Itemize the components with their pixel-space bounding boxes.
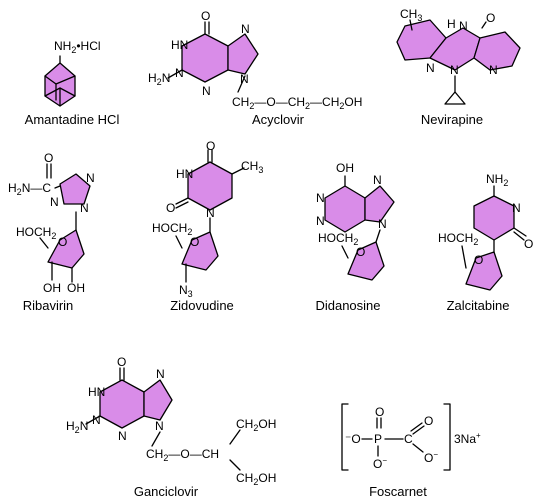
ganciclovir-purine bbox=[99, 379, 145, 429]
svg-text:O: O bbox=[486, 11, 495, 25]
svg-text:N: N bbox=[426, 61, 435, 75]
svg-text:O: O bbox=[356, 245, 365, 259]
svg-text:N: N bbox=[373, 173, 382, 187]
ribavirin-triazole bbox=[59, 173, 91, 205]
svg-text:N: N bbox=[489, 63, 498, 77]
svg-text:N: N bbox=[206, 206, 215, 220]
ganciclovir-branch-bottom: CH2OH bbox=[236, 471, 276, 487]
nevirapine-name: Nevirapine bbox=[421, 112, 483, 127]
svg-text:N: N bbox=[241, 22, 250, 36]
svg-text:O−: O− bbox=[373, 456, 387, 471]
zidovudine-name: Zidovudine bbox=[170, 298, 234, 313]
svg-text:N: N bbox=[450, 63, 459, 77]
svg-text:O: O bbox=[166, 201, 175, 215]
svg-text:N: N bbox=[316, 214, 325, 228]
ganciclovir-structure: O HN N N N N H2N CH2—O—CH CH2OH CH2OH Ga… bbox=[66, 355, 276, 499]
zalcitabine-name: Zalcitabine bbox=[447, 298, 510, 313]
foscarnet-structure: O ⁻O P O− C O O− 3Na+ Foscarnet bbox=[341, 403, 481, 499]
svg-text:OH: OH bbox=[43, 281, 61, 295]
acyclovir-structure: O HN N N N N H2N CH2—O—CH2—CH2OH Acyclov… bbox=[148, 9, 362, 127]
didanosine-structure: OH N N N N O HOCH2 Didanosine bbox=[315, 161, 395, 313]
acyclovir-purine bbox=[181, 33, 229, 83]
foscarnet-name: Foscarnet bbox=[369, 484, 427, 498]
svg-text:HOCH2: HOCH2 bbox=[152, 221, 192, 237]
svg-text:CH3: CH3 bbox=[241, 159, 263, 175]
foscarnet-counter-ion: 3Na+ bbox=[454, 431, 481, 446]
didanosine-sugar bbox=[347, 241, 385, 281]
didanosine-name: Didanosine bbox=[315, 298, 380, 313]
ganciclovir-side-chain: CH2—O—CH bbox=[146, 447, 219, 463]
ribavirin-name: Ribavirin bbox=[23, 298, 74, 313]
svg-text:N3: N3 bbox=[179, 283, 193, 299]
svg-text:HOCH2: HOCH2 bbox=[438, 231, 478, 247]
svg-text:O: O bbox=[190, 235, 199, 249]
svg-text:O: O bbox=[58, 235, 67, 249]
svg-text:OH: OH bbox=[67, 281, 85, 295]
svg-text:N: N bbox=[202, 84, 211, 98]
svg-text:HN: HN bbox=[88, 385, 105, 399]
nevirapine-structure: CH3 H N O N N N Nevirapine bbox=[396, 7, 521, 127]
svg-text:NH2: NH2 bbox=[486, 172, 508, 188]
svg-text:N: N bbox=[118, 429, 127, 443]
svg-text:O: O bbox=[424, 414, 433, 428]
svg-text:H2N—C: H2N—C bbox=[8, 181, 51, 197]
svg-text:N: N bbox=[80, 201, 89, 215]
svg-text:O: O bbox=[201, 9, 210, 23]
zidovudine-sugar bbox=[181, 231, 219, 271]
svg-text:N: N bbox=[155, 419, 164, 433]
svg-text:HN: HN bbox=[171, 38, 188, 52]
svg-text:O−: O− bbox=[424, 450, 438, 465]
ganciclovir-branch-top: CH2OH bbox=[236, 417, 276, 433]
ganciclovir-name: Ganciclovir bbox=[134, 484, 199, 498]
svg-text:P: P bbox=[374, 432, 382, 446]
svg-text:H2N: H2N bbox=[148, 71, 170, 87]
zidovudine-thymine bbox=[187, 161, 233, 211]
zalcitabine-sugar bbox=[465, 251, 503, 291]
svg-text:N: N bbox=[459, 19, 468, 33]
svg-text:OH: OH bbox=[336, 161, 354, 175]
svg-text:O: O bbox=[117, 355, 126, 369]
acyclovir-side-chain: CH2—O—CH2—CH2OH bbox=[232, 95, 362, 111]
svg-text:HN: HN bbox=[176, 167, 193, 181]
svg-text:HOCH2: HOCH2 bbox=[318, 231, 358, 247]
acyclovir-name: Acyclovir bbox=[252, 112, 305, 127]
zalcitabine-structure: NH2 N O O HOCH2 Zalcitabine bbox=[438, 172, 533, 313]
amantadine-name: Amantadine HCl bbox=[25, 112, 120, 127]
svg-text:N: N bbox=[92, 413, 101, 427]
didanosine-purine bbox=[324, 185, 366, 233]
svg-text:O: O bbox=[375, 405, 384, 419]
svg-text:N: N bbox=[316, 191, 325, 205]
svg-text:N: N bbox=[378, 217, 387, 231]
svg-text:N: N bbox=[156, 367, 165, 381]
svg-text:C: C bbox=[404, 432, 413, 446]
svg-text:H2N: H2N bbox=[66, 419, 88, 435]
amantadine-salt-label: NH2•HCl bbox=[54, 39, 101, 55]
zidovudine-structure: O HN O N CH3 O HOCH2 N3 Zidovudine bbox=[152, 139, 263, 313]
svg-text:O: O bbox=[206, 139, 215, 153]
zalcitabine-cytosine bbox=[473, 195, 515, 241]
svg-text:HOCH2: HOCH2 bbox=[16, 225, 56, 241]
svg-text:CH3: CH3 bbox=[400, 7, 422, 23]
svg-text:⁻O: ⁻O bbox=[345, 432, 361, 446]
svg-text:H: H bbox=[447, 17, 456, 31]
amantadine-structure: NH2•HCl Amantadine HCl bbox=[25, 39, 120, 127]
svg-text:O: O bbox=[524, 237, 533, 251]
svg-text:O: O bbox=[474, 253, 483, 267]
svg-text:N: N bbox=[50, 195, 59, 209]
svg-text:O: O bbox=[44, 151, 53, 165]
svg-text:N: N bbox=[86, 171, 95, 185]
ribavirin-structure: N N N H2N—C O O HOCH2 OH OH Ribavirin bbox=[8, 151, 95, 313]
svg-text:N: N bbox=[512, 201, 521, 215]
ribavirin-ribose bbox=[47, 229, 85, 269]
svg-text:N: N bbox=[175, 66, 184, 80]
